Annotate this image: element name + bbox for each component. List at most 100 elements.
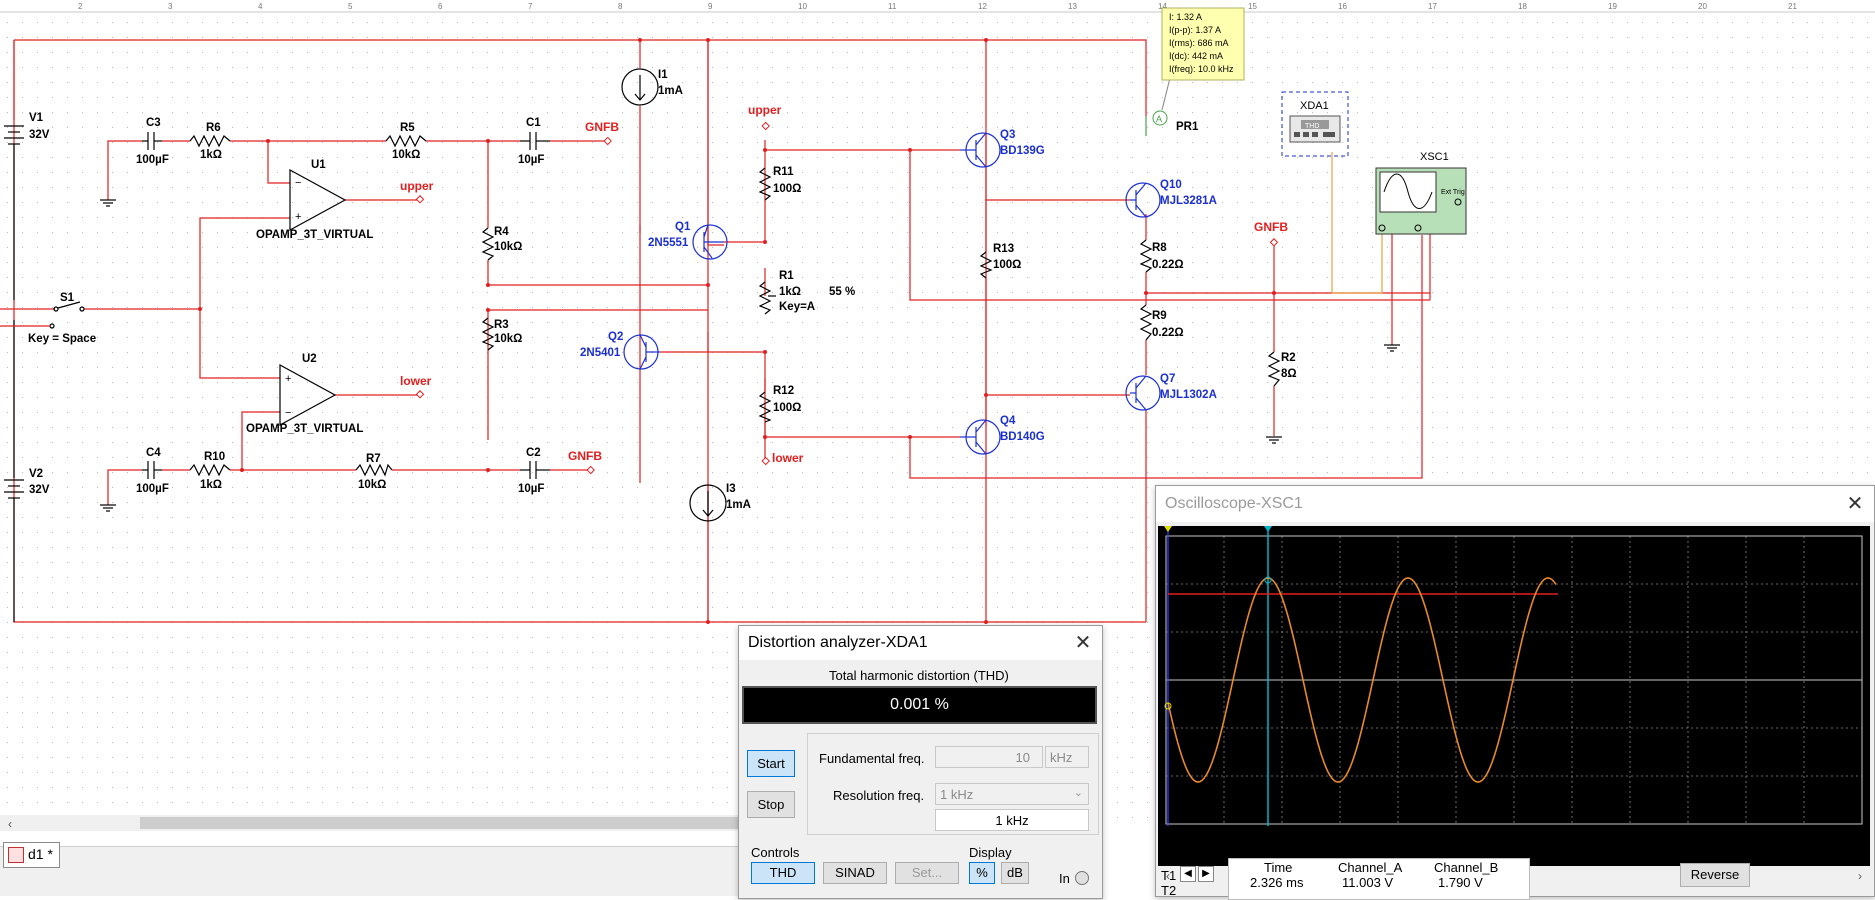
svg-text:10kΩ: 10kΩ	[494, 333, 522, 345]
resistor-r9-icon	[1139, 304, 1153, 341]
svg-text:2N5401: 2N5401	[580, 347, 621, 359]
svg-text:8Ω: 8Ω	[1281, 368, 1297, 380]
scope-border	[1165, 535, 1863, 825]
oscilloscope-xsc1-instrument[interactable]: Ext Trig XSC1	[1375, 151, 1467, 235]
net-label-gnfb: GNFB	[1254, 220, 1288, 234]
t1-time-value: 2.326 ms	[1250, 875, 1304, 890]
svg-text:XSC1: XSC1	[1420, 151, 1449, 163]
resolution-freq-value: 1 kHz	[940, 787, 974, 802]
close-icon[interactable]: ✕	[1074, 632, 1092, 654]
svg-text:Q7: Q7	[1160, 373, 1175, 385]
label-v1: V1	[29, 112, 44, 124]
svg-text:R3: R3	[494, 319, 509, 331]
svg-text:32V: 32V	[29, 484, 50, 496]
close-icon[interactable]: ✕	[1846, 493, 1864, 515]
start-button[interactable]: Start	[747, 750, 795, 777]
svg-text:C4: C4	[146, 447, 161, 459]
svg-text:R1: R1	[779, 270, 794, 282]
thd-display: 0.001 %	[742, 686, 1097, 724]
sinad-mode-button[interactable]: SINAD	[823, 862, 887, 884]
title-bar: Distortion analyzer-XDA1 ✕	[739, 626, 1102, 660]
svg-text:100Ω: 100Ω	[773, 402, 801, 414]
svg-text:S1: S1	[60, 292, 75, 304]
resistor-r8-icon	[1139, 239, 1153, 273]
svg-text:C3: C3	[146, 117, 161, 129]
distortion-analyzer-xda1-instrument[interactable]: THD XDA1	[1281, 91, 1349, 157]
svg-text:100Ω: 100Ω	[993, 259, 1021, 271]
junctions	[198, 38, 1276, 624]
resistor-r4-icon	[481, 227, 495, 261]
svg-text:100µF: 100µF	[136, 154, 169, 166]
svg-text:Q4: Q4	[1000, 415, 1016, 427]
svg-text:I(dc): 442 mA: I(dc): 442 mA	[1169, 51, 1223, 61]
svg-text:12: 12	[978, 2, 987, 11]
transistor-q1-icon	[692, 224, 728, 260]
distortion-analyzer-window: Distortion analyzer-XDA1 ✕ Total harmoni…	[738, 625, 1103, 899]
resistor-r10-icon	[189, 463, 231, 477]
thd-mode-button[interactable]: THD	[751, 862, 815, 884]
svg-text:R9: R9	[1152, 310, 1167, 322]
transistor-q3-icon	[960, 132, 1001, 168]
opamp-u1-icon: −+	[289, 168, 347, 232]
resistor-r3-icon	[481, 317, 495, 351]
svg-text:−: −	[285, 407, 291, 419]
resistor-r5-icon	[385, 134, 427, 148]
scroll-left-icon[interactable]: ‹	[1166, 869, 1170, 883]
input-terminal-icon[interactable]	[1075, 871, 1089, 885]
fundamental-freq-input[interactable]: 10	[935, 746, 1043, 768]
fundamental-freq-value: 10	[1015, 750, 1030, 765]
svg-text:MJL1302A: MJL1302A	[1160, 389, 1217, 401]
t1-left-arrow-icon[interactable]: ◀	[1180, 866, 1196, 882]
svg-text:OPAMP_3T_VIRTUAL: OPAMP_3T_VIRTUAL	[246, 423, 363, 435]
label-v2: V2	[29, 468, 43, 480]
resolution-freq-display: 1 kHz	[935, 809, 1089, 831]
percent-display-button[interactable]: %	[969, 862, 995, 884]
ground-icon	[100, 199, 116, 207]
tab-d1[interactable]: d1 *	[3, 842, 60, 868]
set-button[interactable]: Set...	[895, 862, 959, 884]
svg-text:7: 7	[528, 2, 533, 11]
scope-a-wire	[1331, 152, 1383, 294]
svg-text:19: 19	[1608, 2, 1617, 11]
net-label-gnfb: GNFB	[568, 449, 602, 463]
svg-text:Key=A: Key=A	[779, 301, 815, 313]
svg-text:100Ω: 100Ω	[773, 183, 801, 195]
svg-text:I3: I3	[726, 483, 736, 495]
scroll-right-icon[interactable]: ›	[1858, 869, 1862, 883]
resistor-r2-icon	[1267, 351, 1281, 387]
svg-text:I1: I1	[658, 69, 668, 81]
svg-text:BD140G: BD140G	[1000, 431, 1045, 443]
probe-pr1[interactable]: A	[1145, 77, 1171, 136]
svg-text:17: 17	[1428, 2, 1437, 11]
ground-icon	[1384, 344, 1400, 352]
net-label-lower: lower	[772, 451, 804, 465]
net-label-upper: upper	[748, 103, 782, 117]
svg-text:15: 15	[1248, 2, 1257, 11]
svg-text:11: 11	[888, 2, 897, 11]
reverse-button[interactable]: Reverse	[1680, 863, 1750, 887]
svg-text:BD139G: BD139G	[1000, 145, 1045, 157]
ruler-1: 2	[78, 2, 83, 11]
svg-text:Q1: Q1	[675, 221, 691, 233]
resistor-r7-icon	[355, 463, 393, 477]
svg-text:1kΩ: 1kΩ	[200, 149, 222, 161]
resolution-freq-select[interactable]: 1 kHz ⌄	[935, 783, 1089, 805]
t1-right-arrow-icon[interactable]: ▶	[1198, 866, 1214, 882]
stop-button[interactable]: Stop	[747, 791, 795, 818]
cursor-t2-marker-icon[interactable]	[1264, 526, 1272, 532]
svg-text:R8: R8	[1152, 242, 1167, 254]
horizontal-scrollbar[interactable]: ‹	[0, 815, 740, 831]
svg-text:U1: U1	[311, 159, 326, 171]
svg-text:MJL3281A: MJL3281A	[1160, 195, 1217, 207]
svg-text:55 %: 55 %	[829, 286, 855, 298]
svg-text:I(p-p): 1.37 A: I(p-p): 1.37 A	[1169, 25, 1221, 35]
cursor-t1-marker-icon[interactable]	[1164, 526, 1172, 532]
t2-label: T2	[1161, 883, 1177, 898]
scope-screen[interactable]	[1158, 526, 1870, 866]
window-title: Oscilloscope-XSC1	[1165, 495, 1303, 512]
db-display-button[interactable]: dB	[1001, 862, 1029, 884]
net-label-lower: lower	[400, 374, 432, 388]
svg-text:THD: THD	[1305, 123, 1319, 130]
settings-panel	[807, 733, 1099, 835]
fundamental-unit-select[interactable]: kHz	[1045, 746, 1089, 768]
